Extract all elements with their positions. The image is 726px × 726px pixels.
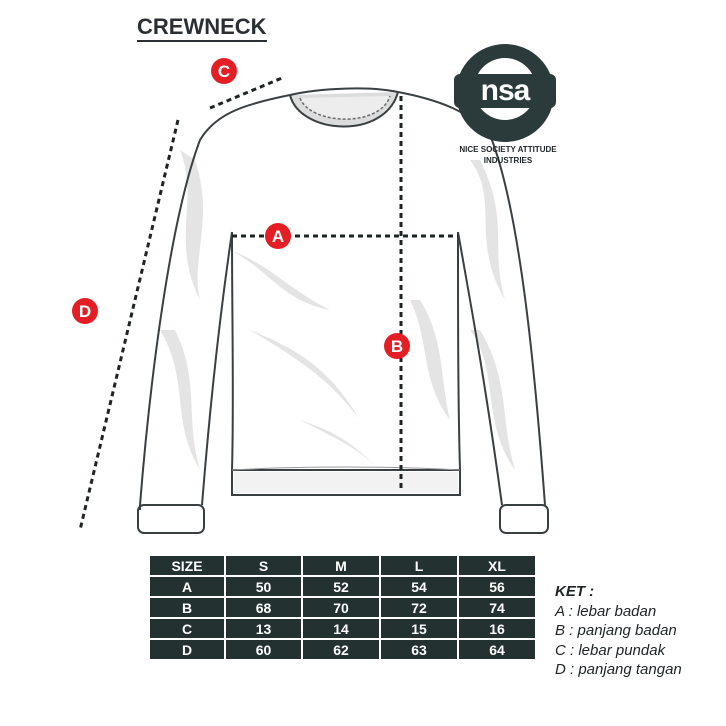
legend-heading: KET :: [555, 583, 595, 600]
measure-d-line: [78, 119, 180, 531]
table-cell: 63: [381, 640, 457, 659]
table-cell: 62: [303, 640, 379, 659]
table-header-row: SIZE S M L XL: [150, 556, 535, 575]
table-cell: 70: [303, 598, 379, 617]
logo-line-2: INDUSTRIES: [483, 156, 533, 165]
table-cell: D: [150, 640, 224, 659]
table-cell: 60: [226, 640, 301, 659]
table-row: A 50 52 54 56: [150, 577, 535, 596]
table-cell: B: [150, 598, 224, 617]
table-cell: 72: [381, 598, 457, 617]
table-header-cell: SIZE: [150, 556, 224, 575]
logo-mark: nsa: [454, 74, 556, 108]
neckline: [289, 87, 399, 128]
marker-b: B: [384, 333, 410, 359]
measurement-lines: [78, 76, 458, 531]
marker-a: A: [265, 223, 291, 249]
table-row: B 68 70 72 74: [150, 598, 535, 617]
table-cell: 52: [303, 577, 379, 596]
marker-d: D: [72, 298, 98, 324]
table-cell: A: [150, 577, 224, 596]
page-title: CREWNECK: [137, 14, 267, 42]
body-outline: [231, 231, 461, 496]
table-header-cell: M: [303, 556, 379, 575]
fabric-shading: [160, 150, 515, 470]
logo-line-1: NICE SOCIETY ATTITUDE: [459, 145, 557, 154]
size-table: SIZE S M L XL A 50 52 54 56 B 68 70 72 7…: [148, 554, 537, 661]
table-cell: 13: [226, 619, 301, 638]
table-cell: C: [150, 619, 224, 638]
hem-band: [234, 472, 458, 493]
table-header-cell: XL: [459, 556, 535, 575]
legend-item: D : panjang tangan: [555, 661, 682, 678]
legend-item: B : panjang badan: [555, 622, 677, 639]
table-header-cell: L: [381, 556, 457, 575]
table-cell: 64: [459, 640, 535, 659]
marker-c: C: [211, 58, 237, 84]
table-cell: 74: [459, 598, 535, 617]
table-cell: 54: [381, 577, 457, 596]
table-cell: 68: [226, 598, 301, 617]
legend-item: C : lebar pundak: [555, 641, 666, 659]
table-cell: 16: [459, 619, 535, 638]
table-cell: 56: [459, 577, 535, 596]
logo-caption: NICE SOCIETY ATTITUDE INDUSTRIES: [452, 144, 564, 166]
table-cell: 50: [226, 577, 301, 596]
table-cell: 15: [381, 619, 457, 638]
table-cell: 14: [303, 619, 379, 638]
table-row: D 60 62 63 64: [150, 640, 535, 659]
measure-c-line: [209, 76, 283, 110]
legend: KET : A : lebar badan B : panjang badan …: [555, 582, 682, 680]
sleeves: [137, 91, 549, 534]
legend-item: A : lebar badan: [555, 602, 657, 620]
table-row: C 13 14 15 16: [150, 619, 535, 638]
table-header-cell: S: [226, 556, 301, 575]
